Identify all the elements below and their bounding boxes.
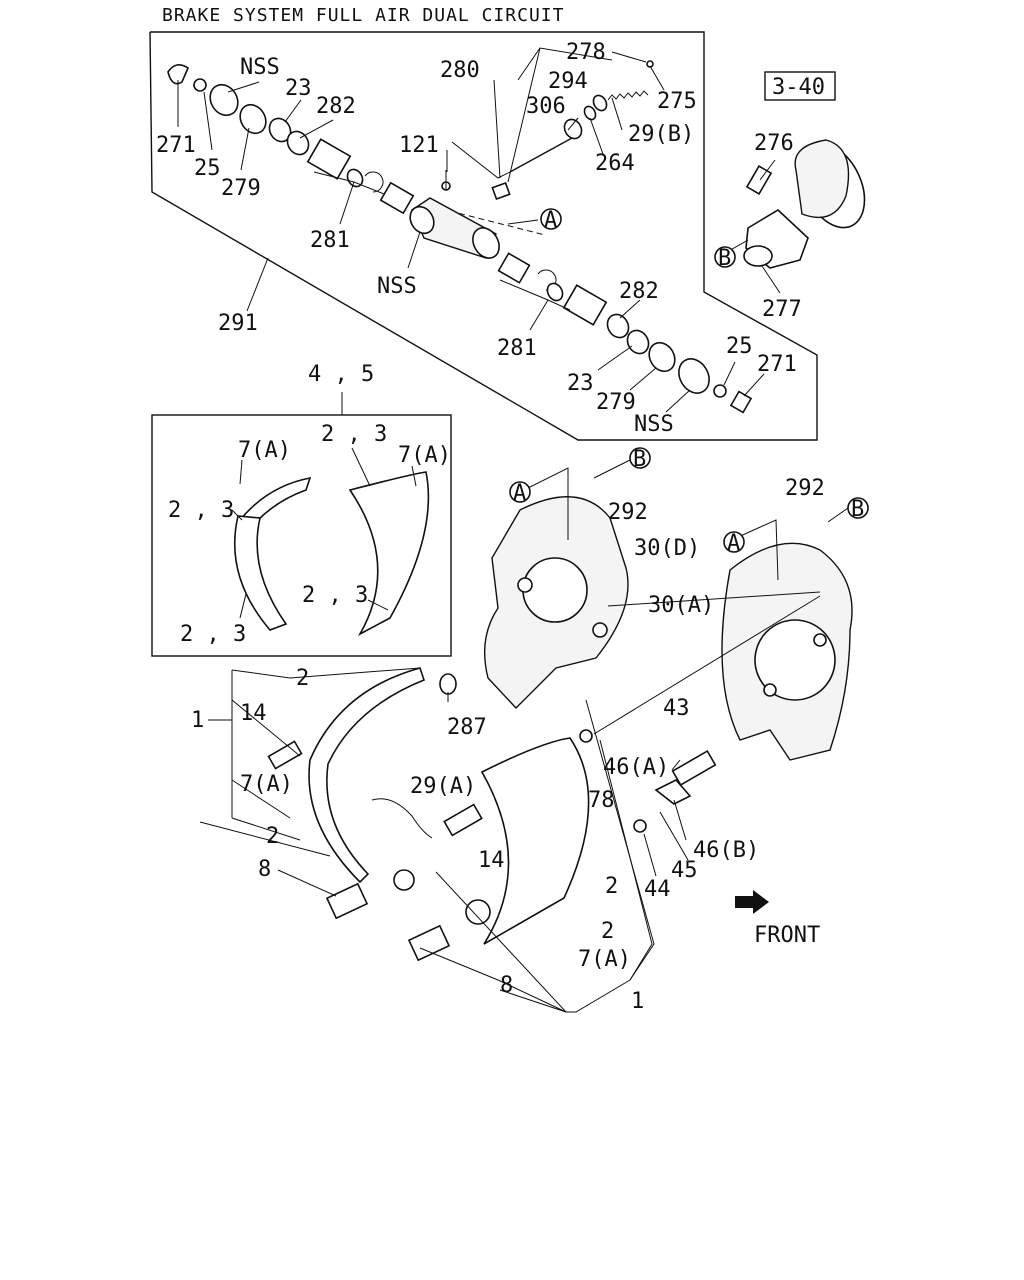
part-282-left — [286, 130, 310, 156]
label-nss-right: NSS — [634, 412, 674, 437]
label-30d: 30(D) — [634, 536, 700, 561]
label-2-3-left: 2 , 3 — [168, 498, 234, 523]
label-7a-box-right: 7(A) — [398, 443, 451, 468]
circle-ref-b-1: B — [718, 246, 731, 271]
label-8-right: 8 — [500, 973, 513, 998]
label-292-left: 292 — [608, 500, 648, 525]
label-14-left: 14 — [240, 701, 267, 726]
label-271-right: 271 — [757, 352, 797, 377]
ref-box-3-40 — [764, 71, 836, 101]
label-25-right: 25 — [726, 334, 753, 359]
label-2-3-mid: 2 , 3 — [302, 583, 368, 608]
label-23-left: 23 — [285, 76, 312, 101]
label-282-left: 282 — [316, 94, 356, 119]
label-279-left: 279 — [221, 176, 261, 201]
label-264: 264 — [595, 151, 635, 176]
slack-adjuster-parts — [491, 60, 654, 201]
label-2-3-top: 2 , 3 — [321, 422, 387, 447]
diagram-title: BRAKE SYSTEM FULL AIR DUAL CIRCUIT — [162, 5, 564, 26]
label-281-left: 281 — [310, 228, 350, 253]
label-2-right: 2 — [605, 874, 618, 899]
label-280: 280 — [440, 58, 480, 83]
label-8-left: 8 — [258, 857, 271, 882]
shoe-assembly-right — [407, 737, 590, 962]
part-271-left — [167, 64, 189, 85]
label-29b: 29(B) — [628, 122, 694, 147]
label-45: 45 — [671, 858, 698, 883]
shoe-assembly-left — [267, 667, 457, 920]
part-279-left — [239, 103, 267, 135]
label-292-right: 292 — [785, 476, 825, 501]
circle-ref-b-2: B — [633, 447, 646, 472]
label-7a-box-left: 7(A) — [238, 438, 291, 463]
label-2-left: 2 — [266, 824, 279, 849]
brake-chamber — [743, 139, 866, 269]
label-2-bottom: 2 — [601, 919, 614, 944]
label-281-right: 281 — [497, 336, 537, 361]
bushing-left — [379, 181, 415, 215]
label-1-left: 1 — [191, 708, 204, 733]
part-281-ring-left — [346, 168, 364, 188]
chamber-group-outline — [149, 31, 818, 441]
label-287: 287 — [447, 715, 487, 740]
circle-ref-a-2: A — [513, 481, 526, 506]
part-25-left — [193, 78, 207, 92]
label-nss-left: NSS — [240, 55, 280, 80]
label-294: 294 — [548, 69, 588, 94]
spider-30d — [483, 496, 629, 710]
spider-30a — [721, 542, 853, 761]
label-25-left: 25 — [194, 156, 221, 181]
part-23-left — [268, 117, 292, 143]
label-7a-left: 7(A) — [240, 772, 293, 797]
circle-ref-a-1: A — [544, 208, 557, 233]
label-nss-mid: NSS — [377, 274, 417, 299]
label-23-right: 23 — [567, 371, 594, 396]
ref-box-label: 3-40 — [772, 75, 825, 100]
front-arrow-icon — [735, 890, 769, 914]
label-278: 278 — [566, 40, 606, 65]
label-1-right: 1 — [631, 989, 644, 1014]
label-276: 276 — [754, 131, 794, 156]
label-29a: 29(A) — [410, 774, 476, 799]
snap-ring-left — [364, 171, 384, 193]
label-44: 44 — [644, 877, 671, 902]
label-43: 43 — [663, 696, 690, 721]
label-30a: 30(A) — [648, 593, 714, 618]
shoe-lining-box — [151, 414, 452, 657]
label-279-right: 279 — [596, 390, 636, 415]
label-306: 306 — [526, 94, 566, 119]
label-2-top: 2 — [296, 666, 309, 691]
part-281-bushing-left — [306, 138, 352, 180]
label-277: 277 — [762, 297, 802, 322]
part-labels: 271 25 279 NSS 23 282 280 278 294 275 30… — [156, 40, 825, 1014]
label-46a: 46(A) — [603, 755, 669, 780]
label-4-5: 4 , 5 — [308, 362, 374, 387]
label-7a-bottom: 7(A) — [578, 947, 631, 972]
camshaft-housing — [409, 170, 500, 259]
left-cam-parts — [167, 64, 415, 215]
label-46b: 46(B) — [693, 838, 759, 863]
part-nss-left — [209, 83, 239, 117]
label-14-right: 14 — [478, 848, 505, 873]
label-291: 291 — [218, 311, 258, 336]
right-cam-parts — [497, 252, 753, 414]
label-2-3-bottom: 2 , 3 — [180, 622, 246, 647]
circle-ref-a-3: A — [727, 531, 740, 556]
label-275: 275 — [657, 89, 697, 114]
label-282-right: 282 — [619, 279, 659, 304]
front-label: FRONT — [754, 923, 820, 948]
label-78: 78 — [588, 788, 615, 813]
circle-ref-b-3: B — [851, 497, 864, 522]
lining-segments — [233, 471, 430, 637]
spider-hardware — [579, 729, 717, 833]
label-271-left: 271 — [156, 133, 196, 158]
label-121: 121 — [399, 133, 439, 158]
leader-lines — [177, 47, 849, 1013]
circle-refs: A B A B A B — [509, 208, 869, 556]
